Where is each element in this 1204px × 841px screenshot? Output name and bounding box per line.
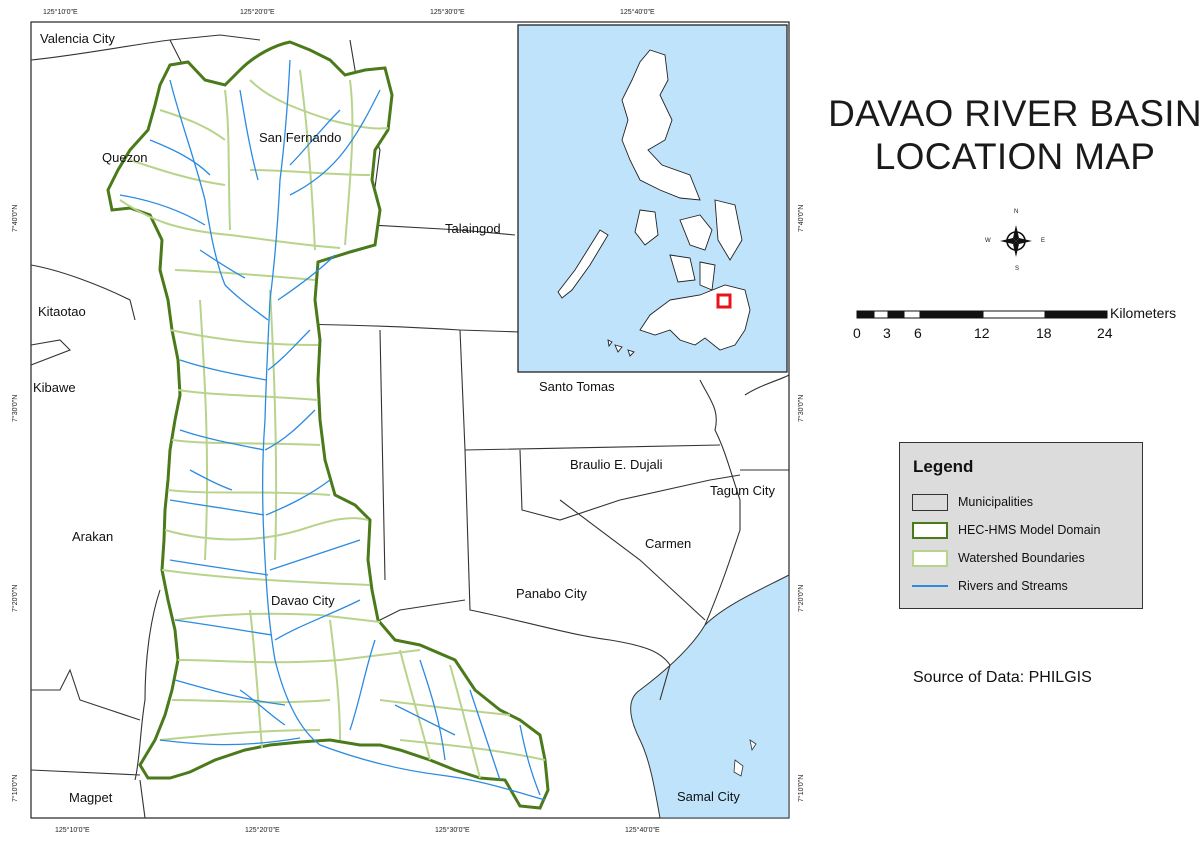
map-title: DAVAO RIVER BASIN LOCATION MAP	[826, 92, 1204, 178]
legend-item-rivers: Rivers and Streams	[912, 576, 1068, 596]
scale-tick-18: 18	[1036, 325, 1052, 341]
place-valencia-city: Valencia City	[40, 31, 115, 46]
place-panabo-city: Panabo City	[516, 586, 587, 601]
axis-bottom-label-2: 125°20'0"E	[245, 827, 280, 834]
place-santo-tomas: Santo Tomas	[539, 379, 615, 394]
legend-swatch-watershed	[912, 549, 948, 567]
samal-island	[733, 739, 757, 777]
axis-right-label-3: 7°20'0"N	[798, 584, 805, 612]
legend-item-watershed: Watershed Boundaries	[912, 548, 1085, 568]
scale-tick-0: 0	[853, 325, 861, 341]
scale-unit-label: Kilometers	[1110, 305, 1177, 321]
axis-right-label-2: 7°30'0"N	[798, 394, 805, 422]
legend-item-municipalities: Municipalities	[912, 492, 1033, 512]
inset-study-area-marker	[716, 293, 732, 309]
legend-item-model-domain: HEC-HMS Model Domain	[912, 520, 1100, 540]
legend-title: Legend	[913, 457, 974, 476]
place-arakan: Arakan	[72, 529, 114, 544]
place-kitaotao: Kitaotao	[38, 304, 86, 319]
rivers-and-streams	[119, 59, 546, 801]
axis-bottom-label-1: 125°10'0"E	[55, 827, 90, 834]
legend-swatch-municipalities	[912, 493, 948, 511]
north-arrow-e-label: E	[1041, 238, 1046, 244]
scale-tick-6: 6	[914, 325, 922, 341]
place-quezon: Quezon	[102, 150, 148, 165]
davao-gulf-water	[630, 574, 790, 819]
axis-left-label-4: 7°10'0"N	[12, 774, 19, 802]
axis-top-label-4: 125°40'0"E	[620, 9, 655, 16]
place-braulio-e-dujali: Braulio E. Dujali	[570, 457, 663, 472]
place-talaingod: Talaingod	[445, 221, 501, 236]
watershed-boundaries	[119, 69, 546, 779]
legend-swatch-model-domain	[912, 521, 948, 539]
legend: Legend Municipalities HEC-HMS Model Doma…	[899, 442, 1143, 609]
scale-tick-24: 24	[1097, 325, 1113, 341]
north-arrow	[1000, 225, 1032, 257]
north-arrow-n-label: N	[1014, 209, 1019, 215]
place-samal-city: Samal City	[677, 789, 740, 804]
axis-right-label-1: 7°40'0"N	[798, 204, 805, 232]
axis-left-label-3: 7°20'0"N	[12, 584, 19, 612]
scale-tick-12: 12	[974, 325, 990, 341]
place-san-fernando: San Fernando	[259, 130, 342, 145]
map-title-line-1: DAVAO RIVER BASIN	[828, 93, 1202, 134]
legend-swatch-rivers	[912, 585, 948, 587]
legend-label-model-domain: HEC-HMS Model Domain	[958, 523, 1101, 537]
place-magpet: Magpet	[69, 790, 113, 805]
place-kibawe: Kibawe	[33, 380, 76, 395]
data-source-note: Source of Data: PHILGIS	[913, 669, 1092, 686]
place-carmen: Carmen	[645, 536, 692, 551]
axis-left-label-2: 7°30'0"N	[12, 394, 19, 422]
scale-tick-3: 3	[883, 325, 891, 341]
axis-left-label-1: 7°40'0"N	[12, 204, 19, 232]
axis-top-label-1: 125°10'0"E	[43, 9, 78, 16]
legend-label-municipalities: Municipalities	[958, 495, 1034, 509]
place-davao-city: Davao City	[271, 593, 335, 608]
north-arrow-w-label: W	[985, 238, 991, 244]
axis-bottom-label-4: 125°40'0"E	[625, 827, 660, 834]
scale-bar	[856, 310, 1108, 319]
legend-label-rivers: Rivers and Streams	[958, 579, 1068, 593]
axis-top-label-3: 125°30'0"E	[430, 9, 465, 16]
north-arrow-s-label: S	[1015, 266, 1020, 272]
axis-bottom-label-3: 125°30'0"E	[435, 827, 470, 834]
axis-top-label-2: 125°20'0"E	[240, 9, 275, 16]
legend-label-watershed: Watershed Boundaries	[958, 551, 1085, 565]
axis-right-label-4: 7°10'0"N	[798, 774, 805, 802]
philippines-landmass	[557, 49, 751, 357]
place-tagum-city: Tagum City	[710, 483, 776, 498]
map-title-line-2: LOCATION MAP	[874, 136, 1156, 177]
